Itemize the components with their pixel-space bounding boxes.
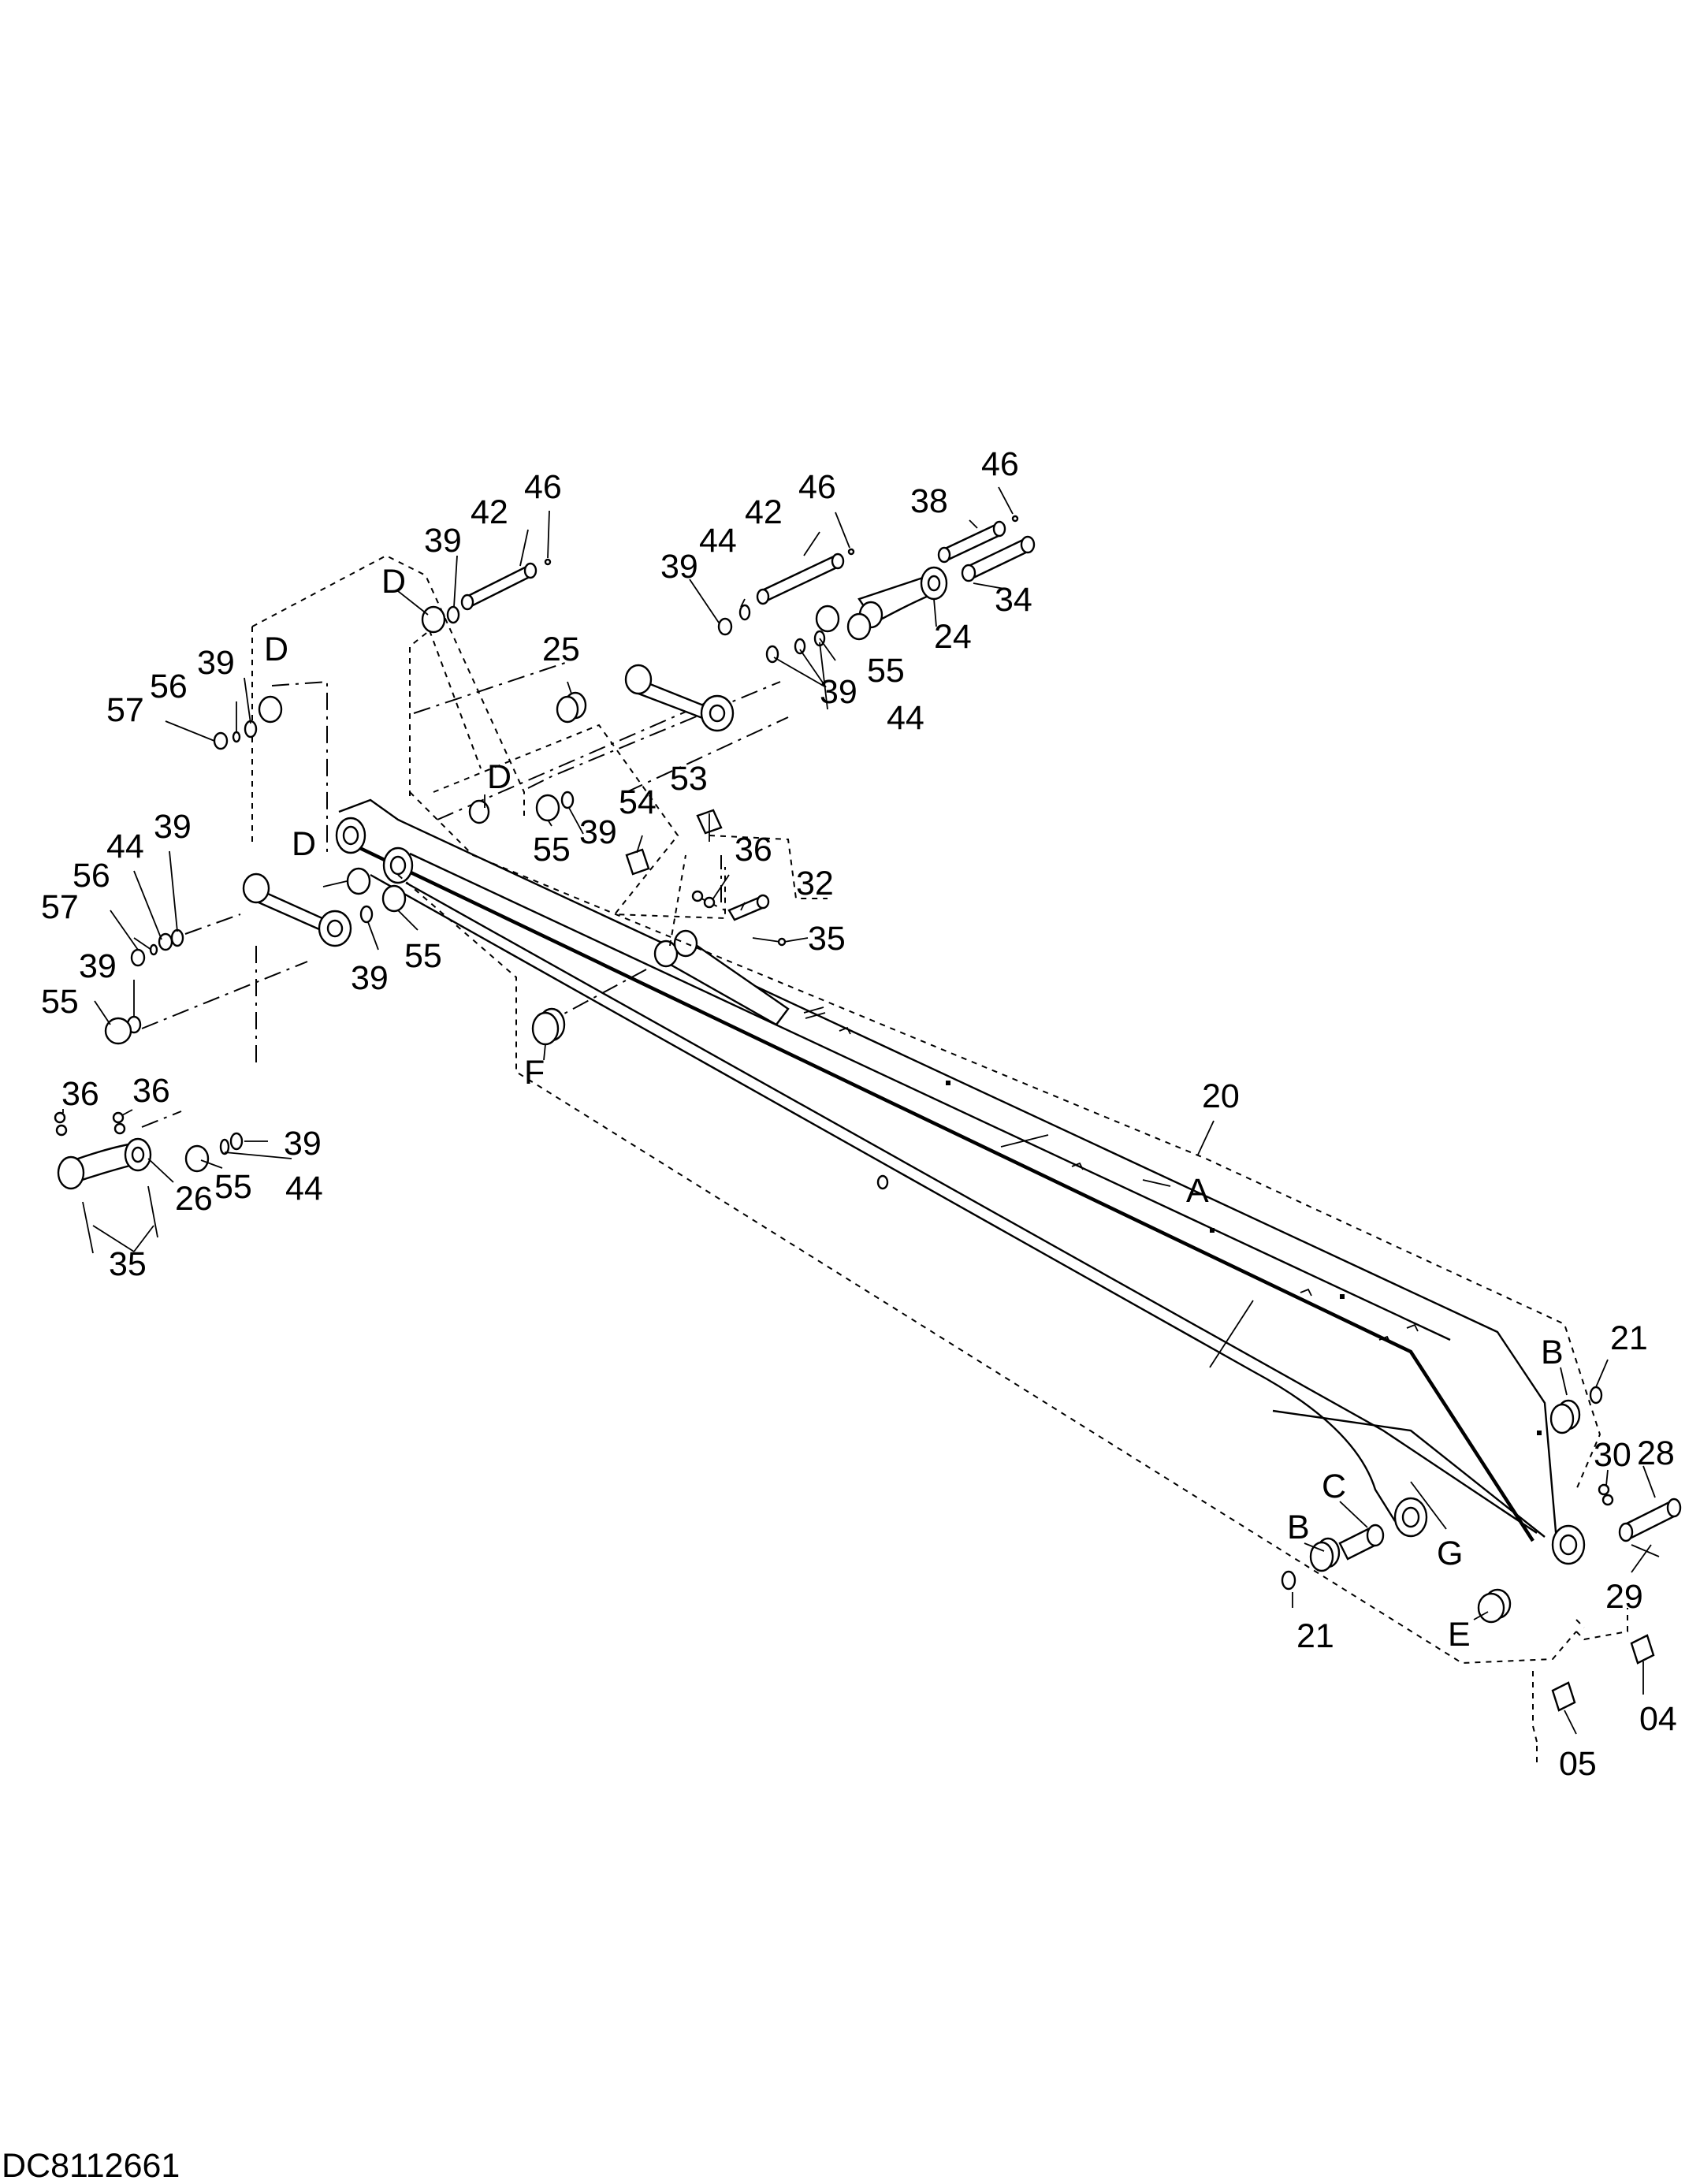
label-42a: 42 [471,493,508,531]
label-25: 25 [542,631,580,668]
label-21a: 21 [1610,1319,1648,1357]
label-C: C [1322,1468,1346,1505]
pin-32 [727,894,770,921]
label-B2: B [1287,1509,1310,1546]
label-56a: 56 [150,668,188,705]
label-E: E [1448,1616,1471,1654]
label-39b: 39 [660,548,698,586]
label-28: 28 [1637,1434,1675,1472]
label-39g: 39 [351,959,389,997]
pin-42-right [756,548,855,605]
label-26: 26 [175,1180,213,1218]
label-53: 53 [670,760,708,798]
bushing-F [531,1007,566,1046]
label-G: G [1437,1535,1463,1572]
label-46a: 46 [524,468,562,506]
label-36b: 36 [61,1075,99,1113]
label-57b: 57 [41,888,79,926]
label-A: A [1186,1172,1209,1210]
label-Dd: D [292,825,316,863]
label-Da: D [381,563,406,601]
label-55c: 55 [404,937,442,975]
label-39c: 39 [820,673,857,711]
bushing-25 [556,691,587,724]
pin-38 [937,515,1019,564]
label-39d: 39 [197,644,235,682]
label-24: 24 [934,618,972,656]
label-Db: D [264,631,288,668]
label-39h: 39 [79,947,117,985]
link-bar-lower [242,872,352,947]
label-39e: 39 [579,813,617,851]
rings-seals [104,604,872,1173]
label-42b: 42 [745,493,783,531]
label-44a: 44 [699,522,737,560]
label-55a: 55 [867,652,905,690]
rear-parts [1281,1386,1682,1712]
drawing-code: DC8112661 [2,2147,180,2184]
label-38: 38 [910,482,948,520]
label-20: 20 [1202,1077,1240,1115]
label-04: 04 [1639,1700,1677,1738]
label-36a: 36 [735,831,772,869]
label-36c: 36 [132,1072,170,1110]
label-54: 54 [619,783,657,821]
bolts-35 [82,937,787,1254]
label-46b: 46 [798,468,836,506]
arm-body [335,798,1586,1565]
label-21b: 21 [1296,1617,1334,1655]
label-56b: 56 [73,857,110,895]
label-39a: 39 [424,522,462,560]
link-bar-upper [624,664,735,732]
label-29: 29 [1605,1578,1643,1616]
label-B1: B [1541,1334,1564,1371]
label-Dc: D [487,758,511,796]
label-35a: 35 [808,920,846,958]
grease-fittings-36 [54,890,1614,1506]
label-39i: 39 [284,1125,322,1163]
label-39f: 39 [154,808,192,846]
label-55b: 55 [533,831,571,869]
pin-42-left [460,558,552,611]
label-34: 34 [995,581,1032,619]
label-F: F [524,1054,545,1092]
bushings-D [258,605,490,895]
label-35b: 35 [109,1245,147,1283]
label-44b: 44 [887,699,924,737]
label-55e: 55 [214,1168,252,1206]
label-05: 05 [1559,1745,1597,1783]
assembly-outlines [141,554,1628,1765]
part-labels: 46 42 39 D 46 42 44 39 46 38 34 24 55 39… [41,445,1677,1783]
label-57a: 57 [106,691,144,729]
pin-34 [961,535,1036,582]
label-46c: 46 [981,445,1019,483]
link-26 [57,1137,152,1190]
label-55d: 55 [41,983,79,1021]
leader-lines [62,486,1656,1735]
label-44c: 44 [106,828,144,865]
label-32: 32 [796,865,834,902]
label-30: 30 [1594,1436,1631,1474]
label-44d: 44 [285,1170,323,1207]
